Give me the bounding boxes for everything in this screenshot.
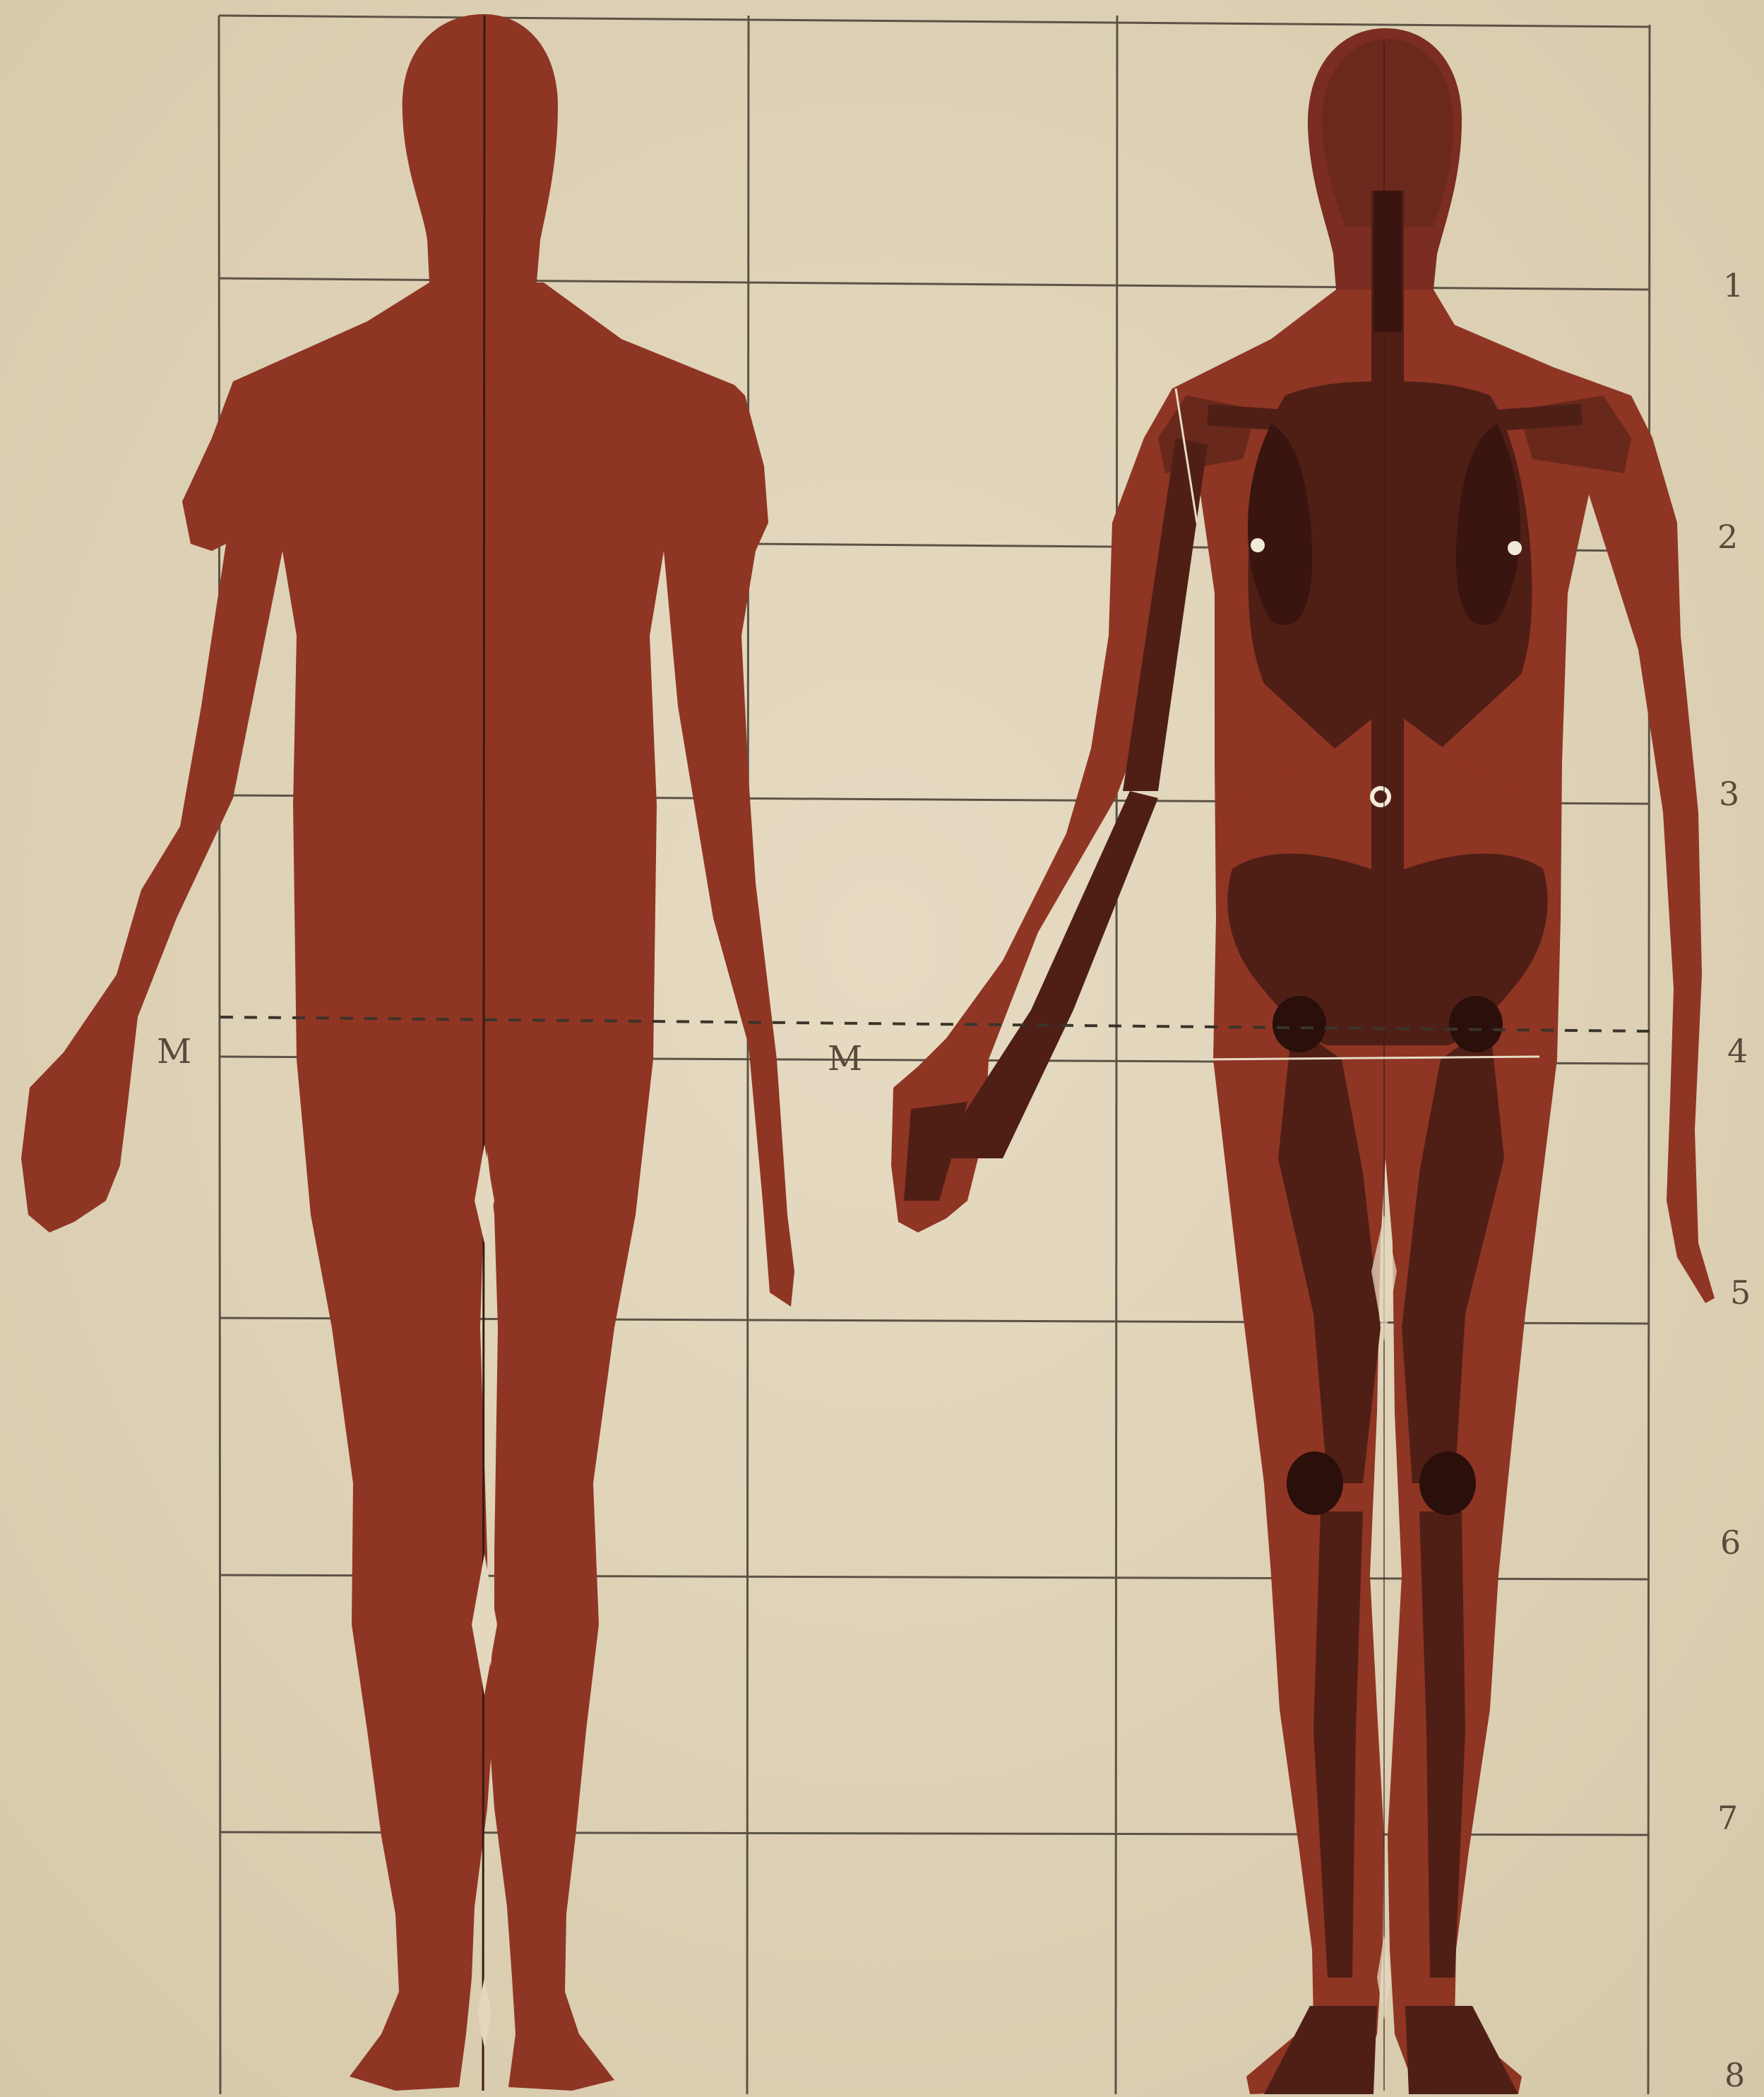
grid-vline-2 <box>747 16 749 2094</box>
row-number-7: 7 <box>1717 1799 1738 1837</box>
row-number-6: 6 <box>1720 1523 1741 1562</box>
hip-joint-right <box>1449 996 1503 1052</box>
row-number-5: 5 <box>1730 1273 1751 1312</box>
grid-vline-3 <box>1116 16 1117 2094</box>
left-figure-midline <box>483 16 484 2091</box>
mark-m-left: M <box>157 1032 191 1071</box>
knee-joint-right <box>1419 1451 1476 1515</box>
row-number-8: 8 <box>1724 2056 1745 2094</box>
grid-vline-4 <box>1648 25 1650 2094</box>
row-number-3: 3 <box>1719 775 1739 813</box>
row-number-2: 2 <box>1717 518 1738 556</box>
marker-nipple-right <box>1508 541 1522 555</box>
row-number-4: 4 <box>1727 1032 1748 1070</box>
row-number-1: 1 <box>1723 266 1744 304</box>
hip-joint-left <box>1273 996 1326 1052</box>
knee-joint-left <box>1287 1451 1343 1515</box>
grid-vline-1 <box>219 16 220 2094</box>
neck-vertebrae <box>1373 191 1402 332</box>
mark-m-right: M <box>828 1039 862 1079</box>
marker-nipple-left <box>1251 538 1265 552</box>
